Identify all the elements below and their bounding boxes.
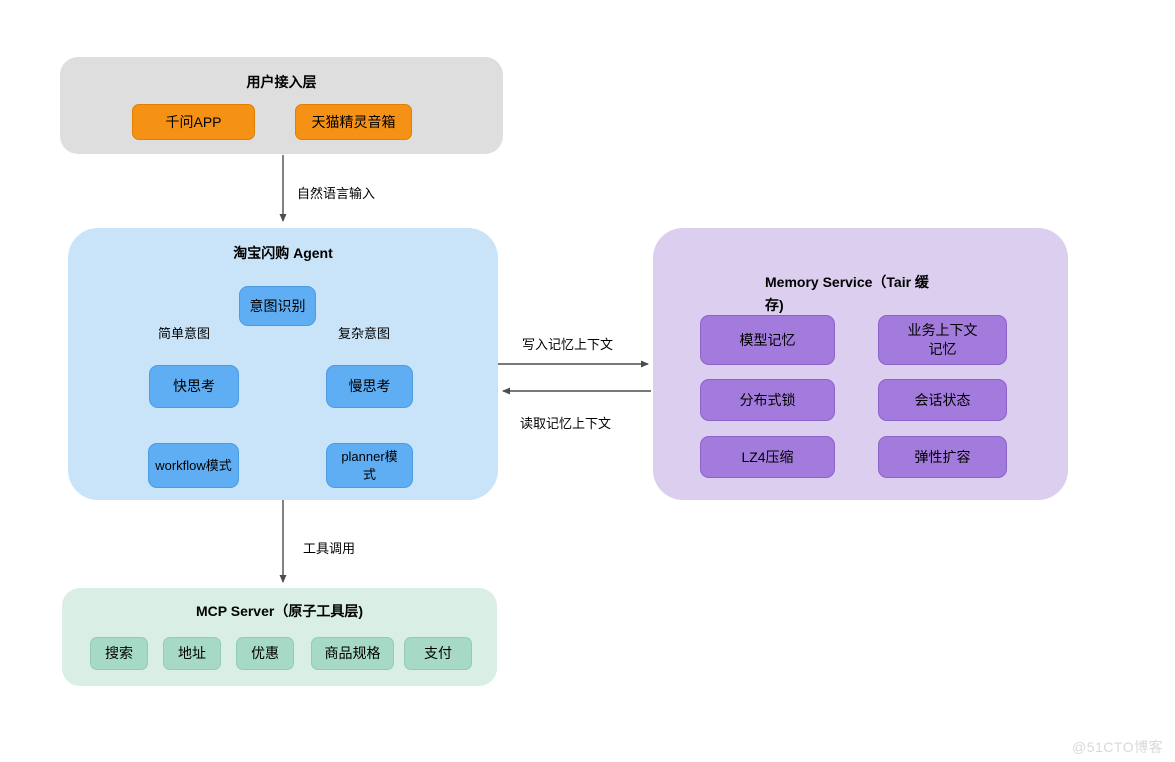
node-search-tool: 搜索	[90, 637, 148, 670]
memory-service-box: Memory Service（Tair 缓存) 模型记忆 业务上下文记忆 分布式…	[653, 228, 1068, 500]
node-qianwen-app: 千问APP	[132, 104, 255, 140]
node-distributed-lock: 分布式锁	[700, 379, 835, 421]
label-read-memory-context: 读取记忆上下文	[520, 416, 612, 431]
node-payment-tool: 支付	[404, 637, 472, 670]
node-fast-thinking: 快思考	[149, 365, 239, 408]
node-lz4-compression: LZ4压缩	[700, 436, 835, 478]
node-session-state: 会话状态	[878, 379, 1007, 421]
node-slow-thinking: 慢思考	[326, 365, 413, 408]
node-address-tool: 地址	[163, 637, 221, 670]
node-elastic-scaling: 弹性扩容	[878, 436, 1007, 478]
label-natural-language-input: 自然语言输入	[297, 186, 376, 201]
node-business-context-memory: 业务上下文记忆	[878, 315, 1007, 365]
mcp-server-box: MCP Server（原子工具层) 搜索 地址 优惠 商品规格 支付	[62, 588, 497, 686]
node-tmall-genie-speaker: 天猫精灵音箱	[295, 104, 412, 140]
label-complex-intent: 复杂意图	[338, 326, 391, 341]
agent-title: 淘宝闪购 Agent	[233, 245, 333, 261]
label-tool-call: 工具调用	[303, 541, 356, 556]
user-access-layer-title: 用户接入层	[246, 74, 317, 90]
mcp-server-title: MCP Server（原子工具层)	[195, 603, 363, 619]
node-product-spec-tool: 商品规格	[311, 637, 394, 670]
user-access-layer-box: 用户接入层 千问APP 天猫精灵音箱	[60, 57, 503, 154]
label-simple-intent: 简单意图	[158, 326, 211, 341]
memory-service-title: Memory Service（Tair 缓存)	[765, 274, 929, 314]
node-planner-mode: planner模式	[326, 443, 413, 488]
label-write-memory-context: 写入记忆上下文	[522, 337, 614, 352]
agent-box: 淘宝闪购 Agent 意图识别 简单意图 复杂意图 快思考 慢思考 workfl…	[68, 228, 498, 500]
node-coupon-tool: 优惠	[236, 637, 294, 670]
node-intent-recognition: 意图识别	[239, 286, 316, 326]
watermark-51cto: @51CTO博客	[1072, 739, 1164, 755]
node-workflow-mode: workflow模式	[148, 443, 239, 488]
node-model-memory: 模型记忆	[700, 315, 835, 365]
